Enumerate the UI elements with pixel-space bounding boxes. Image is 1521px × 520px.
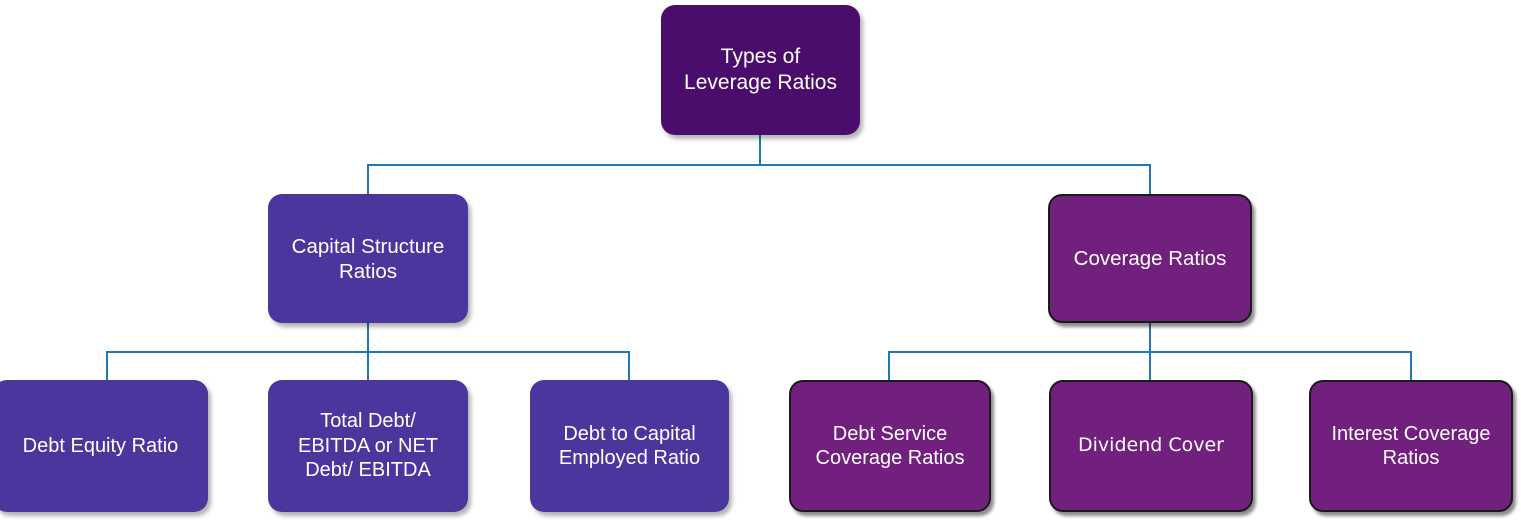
connector-drop-debt-service-coverage <box>888 351 890 381</box>
connector-coverage-ratios-stem <box>1149 323 1151 353</box>
node-total-debt-ebitda[interactable]: Total Debt/ EBITDA or NET Debt/ EBITDA <box>268 380 468 512</box>
connector-drop-coverage-ratios <box>1149 164 1151 195</box>
connector-drop-total-debt-ebitda <box>367 351 369 381</box>
connector-drop-interest-coverage <box>1410 351 1412 381</box>
node-debt-equity-ratio[interactable]: Debt Equity Ratio <box>0 380 208 512</box>
node-interest-coverage-ratios[interactable]: Interest Coverage Ratios <box>1309 380 1513 512</box>
node-debt-to-capital-employed-ratio[interactable]: Debt to Capital Employed Ratio <box>530 380 729 512</box>
node-capital-structure-ratios[interactable]: Capital Structure Ratios <box>268 194 468 323</box>
connector-capital-structure-stem <box>367 323 369 353</box>
node-types-of-leverage-ratios[interactable]: Types of Leverage Ratios <box>661 5 860 135</box>
node-debt-service-coverage-ratios[interactable]: Debt Service Coverage Ratios <box>789 380 991 512</box>
connector-drop-dividend-cover <box>1149 351 1151 381</box>
connector-root-stem <box>759 135 761 166</box>
connector-drop-debt-to-capital-employed <box>628 351 630 381</box>
connector-level2-bar <box>367 164 1151 166</box>
connector-drop-capital-structure <box>367 164 369 195</box>
connector-drop-debt-equity-ratio <box>106 351 108 381</box>
node-coverage-ratios[interactable]: Coverage Ratios <box>1048 194 1252 323</box>
node-dividend-cover[interactable]: Dividend Cover <box>1049 380 1253 512</box>
